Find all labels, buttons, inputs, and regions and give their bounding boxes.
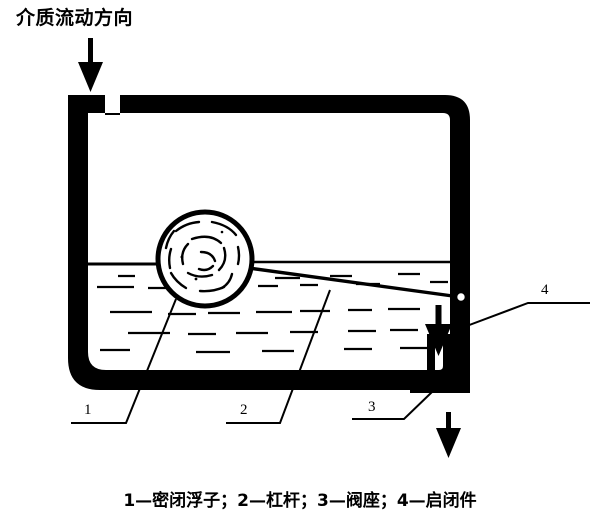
callout-leader-lines bbox=[71, 289, 590, 424]
flow-direction-title: 介质流动方向 bbox=[16, 7, 134, 29]
lever-pivot bbox=[454, 290, 468, 304]
callout-label-2: 2 bbox=[240, 402, 248, 418]
callout-label-3: 3 bbox=[368, 399, 376, 415]
outlet-flow-arrow-icon bbox=[436, 412, 461, 458]
fluid-hatching bbox=[97, 272, 448, 354]
inlet-flow-arrow-icon bbox=[78, 38, 103, 92]
closing-member-plug bbox=[425, 305, 452, 356]
sealed-float bbox=[155, 209, 255, 309]
callout-label-1: 1 bbox=[84, 402, 92, 418]
figure-caption: 1—密闭浮子；2—杠杆；3—阀座；4—启闭件 bbox=[123, 491, 477, 511]
lever-arm bbox=[88, 260, 461, 299]
callout-label-4: 4 bbox=[541, 282, 549, 298]
valve-seat bbox=[427, 334, 451, 378]
